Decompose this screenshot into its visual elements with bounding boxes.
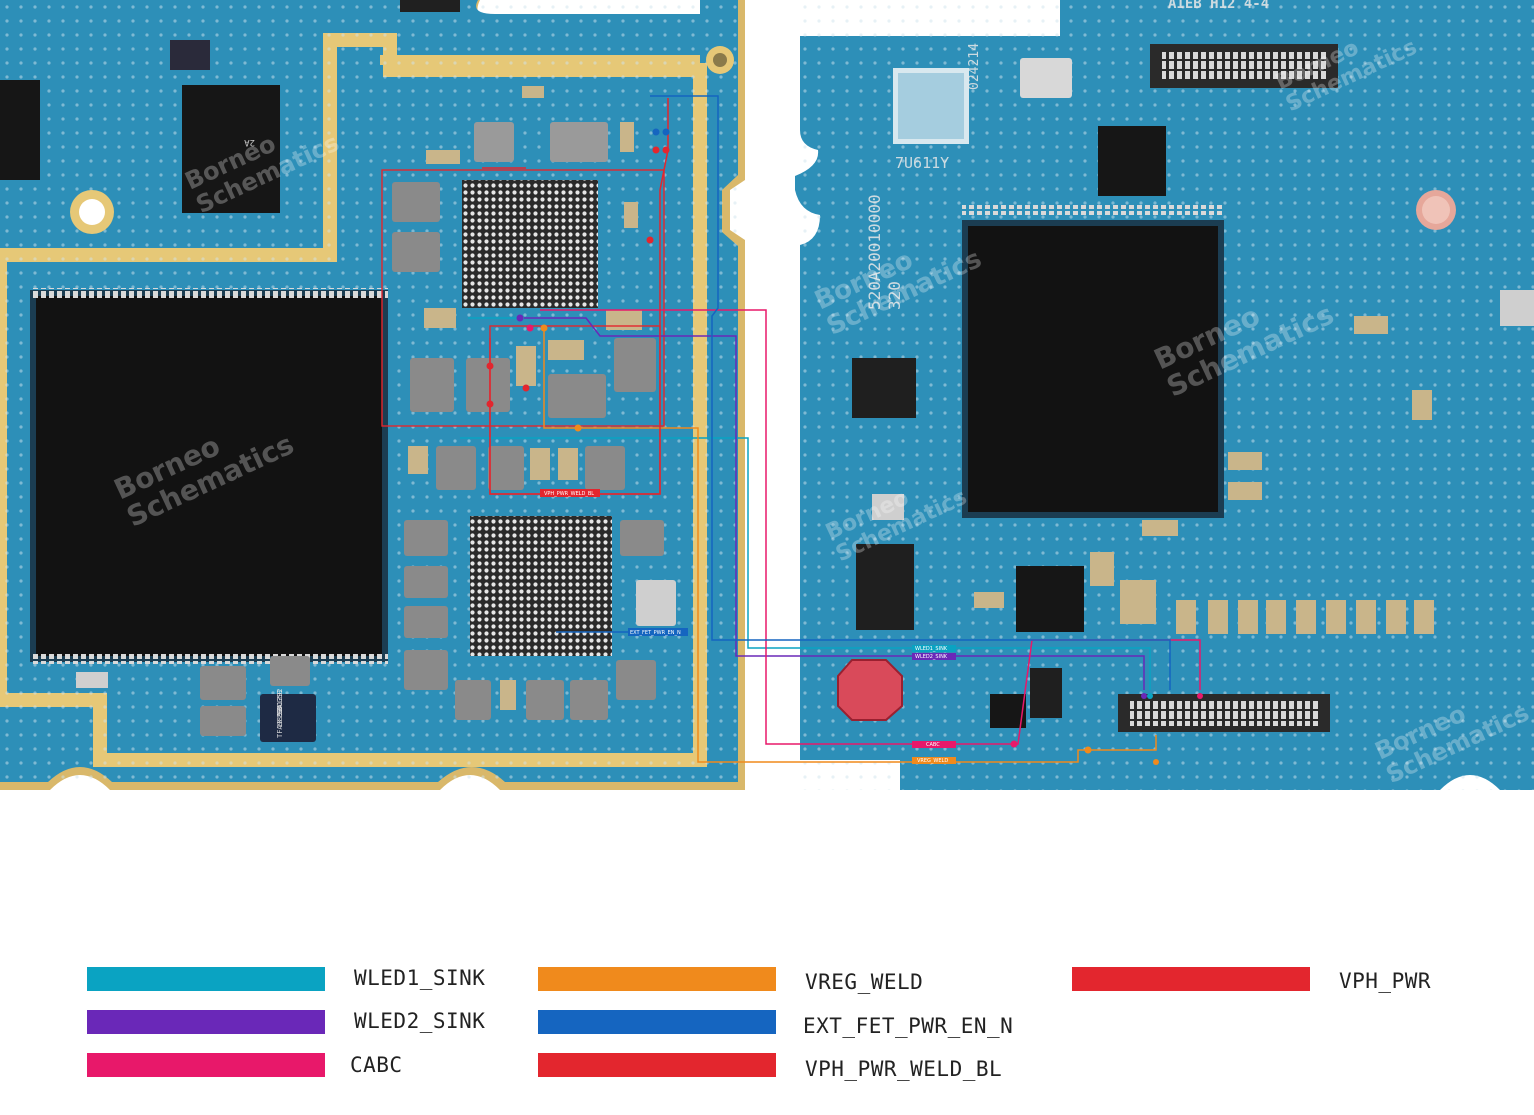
legend-label-cabc: CABC [350, 1053, 403, 1077]
legend-label-vph-pwr: VPH_PWR [1339, 969, 1432, 993]
ext-fet-pwr-en-n-tag: EXT_FET_PWR_EN_N [630, 630, 681, 636]
chip-mark-3: ZSD1392 [276, 688, 284, 718]
legend-label-vreg-weld: VREG_WELD [805, 970, 924, 994]
vreg-weld-tag: VREG_WELD [917, 758, 948, 764]
trace-wled2-sink [524, 317, 1145, 690]
svg-text:2A: 2A [244, 137, 255, 147]
trace-ext-fet-pwr-en-n [556, 95, 1171, 690]
chip-mark-1: TFA9890A [276, 703, 284, 738]
right-board: 024214 7U611Y 520A20010000 320 AIEB H12 … [795, 0, 1534, 790]
legend-swatch-cabc [87, 1053, 325, 1077]
date-code-silk: 7U611Y [895, 154, 949, 172]
part-number-silk: 520A20010000 [865, 194, 884, 310]
legend-label-ext-fet-pwr-en-n: EXT_FET_PWR_EN_N [803, 1014, 1014, 1038]
legend-swatch-vph-pwr-weld-bl [538, 1053, 776, 1077]
trace-cabc [540, 309, 1201, 745]
legend-swatch-ext-fet-pwr-en-n [538, 1010, 776, 1034]
trace-wled1-sink [460, 317, 1151, 690]
legend-swatch-vreg-weld [538, 967, 776, 991]
chip-mark-2: 18 SBCG5B [276, 690, 284, 728]
legend-label-wled2-sink: WLED2_SINK [354, 1009, 486, 1033]
wled1-sink-tag: WLED1_SINK [915, 646, 948, 652]
legend-swatch-wled1-sink [87, 967, 325, 991]
serial-silk: 024214 [967, 43, 982, 90]
pcb-board-diagram: 2A TFA9890A 18 SBCG5B [0, 0, 1534, 790]
legend-label-wled1-sink: WLED1_SINK [354, 966, 486, 990]
vph-pwr-weld-bl-tag: VPH_PWR_WELD_BL [544, 491, 594, 497]
legend-swatch-wled2-sink [87, 1010, 325, 1034]
cabc-tag: CABC [926, 742, 940, 748]
left-board: 2A TFA9890A 18 SBCG5B [0, 0, 870, 790]
trace-vph-pwr-weld-bl [489, 98, 669, 495]
pmic-highlight-box [381, 169, 665, 427]
trace-endpoints [486, 128, 1203, 765]
legend-label-vph-pwr-weld-bl: VPH_PWR_WELD_BL [805, 1057, 1003, 1081]
legend-swatch-vph-pwr [1072, 967, 1310, 991]
wled2-sink-tag: WLED2_SINK [915, 654, 948, 660]
trace-vreg-weld [543, 328, 1157, 763]
net-traces [460, 95, 1201, 763]
net-tags: VPH_PWR_WELD_BL EXT_FET_PWR_EN_N WLED1_S… [540, 489, 956, 764]
part-sub-silk: 320 [885, 281, 904, 310]
board-code-silk: AIEB H12 4-4 [1168, 0, 1269, 12]
